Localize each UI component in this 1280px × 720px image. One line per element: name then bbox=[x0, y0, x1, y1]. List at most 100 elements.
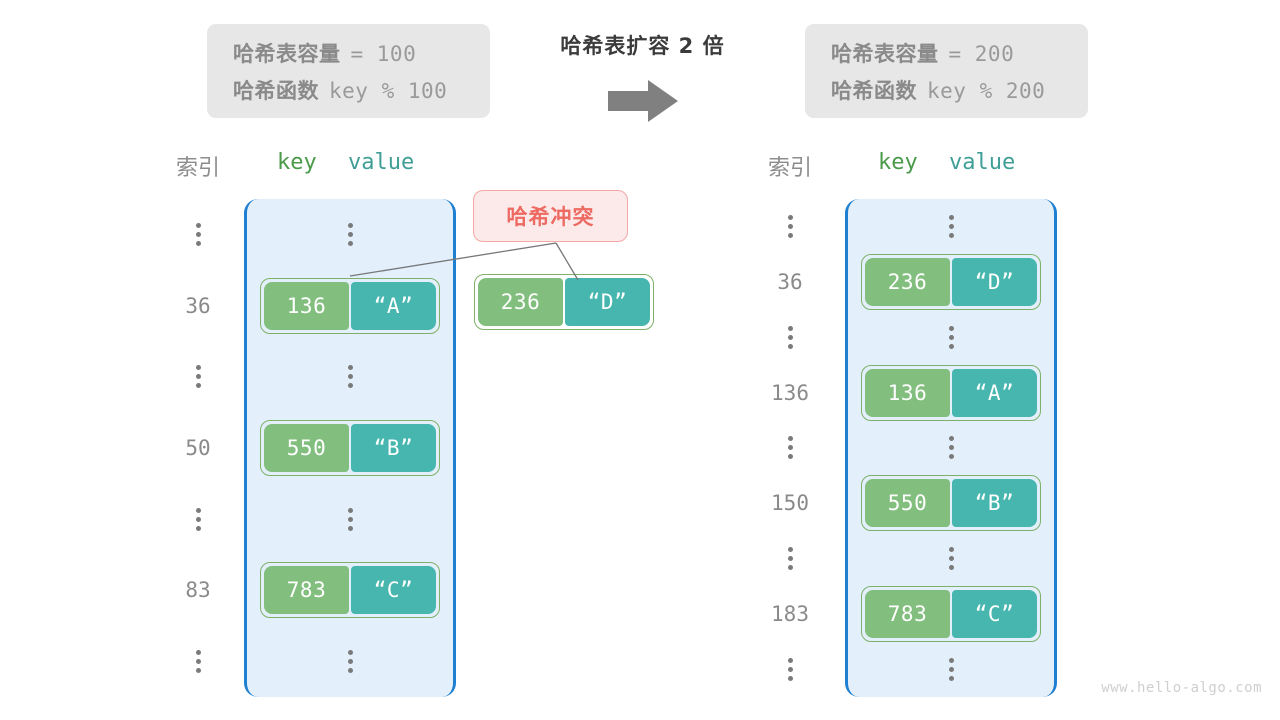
ellipsis-dot bbox=[195, 374, 201, 380]
table-row-ellipsis bbox=[848, 642, 1054, 697]
ellipsis-dot bbox=[347, 374, 353, 380]
kv-key: 783 bbox=[264, 566, 349, 615]
index-label: 83 bbox=[185, 578, 211, 603]
right-hash-table: 236“D” 136“A” 550“B” 783“C” bbox=[845, 199, 1057, 697]
vertical-ellipsis bbox=[948, 657, 954, 681]
kv-key: 783 bbox=[865, 590, 950, 638]
index-ellipsis bbox=[750, 642, 830, 697]
right-arrow-icon bbox=[607, 80, 678, 122]
vertical-ellipsis bbox=[948, 215, 954, 239]
vertical-ellipsis bbox=[787, 215, 793, 239]
colliding-entry-pair: 236 “D” bbox=[474, 274, 654, 330]
ellipsis-dot bbox=[347, 658, 353, 664]
kv-value: “A” bbox=[952, 368, 1037, 417]
expand-arrow bbox=[520, 78, 765, 124]
left-capacity-value: = 100 bbox=[350, 41, 417, 66]
right-hashfn-line: 哈希函数 key % 200 bbox=[831, 75, 1062, 105]
ellipsis-dot bbox=[948, 343, 954, 349]
ellipsis-dot bbox=[347, 507, 353, 513]
vertical-ellipsis bbox=[787, 325, 793, 349]
ellipsis-dot bbox=[787, 445, 793, 451]
ellipsis-dot bbox=[347, 649, 353, 655]
ellipsis-dot bbox=[195, 516, 201, 522]
ellipsis-dot bbox=[195, 223, 201, 229]
kv-pair: 236“D” bbox=[861, 254, 1041, 310]
ellipsis-dot bbox=[948, 224, 954, 230]
kv-pair: 136“A” bbox=[260, 277, 440, 334]
kv-value: “A” bbox=[351, 281, 436, 330]
table-row: 236“D” bbox=[848, 254, 1054, 310]
ellipsis-dot bbox=[195, 383, 201, 389]
left-capacity-label: 哈希表容量 bbox=[233, 41, 341, 66]
ellipsis-dot bbox=[347, 223, 353, 229]
ellipsis-dot bbox=[948, 334, 954, 340]
vertical-ellipsis bbox=[347, 507, 353, 531]
left-index-header: 索引 bbox=[175, 156, 220, 181]
hash-collision-badge: 哈希冲突 bbox=[473, 190, 628, 242]
kv-key: 136 bbox=[865, 368, 950, 417]
ellipsis-dot bbox=[948, 325, 954, 331]
ellipsis-dot bbox=[948, 436, 954, 442]
right-index-header: 索引 bbox=[767, 156, 812, 181]
kv-key: 136 bbox=[264, 281, 349, 330]
index-label: 136 bbox=[771, 380, 809, 405]
left-index-column: 36 50 83 bbox=[158, 199, 238, 697]
kv-key: 550 bbox=[264, 423, 349, 472]
ellipsis-dot bbox=[787, 233, 793, 239]
ellipsis-dot bbox=[787, 436, 793, 442]
diagram-title: 哈希表扩容 2 倍 bbox=[560, 34, 725, 58]
vertical-ellipsis bbox=[195, 365, 201, 389]
table-row-ellipsis bbox=[247, 199, 453, 270]
kv-pair: 236 “D” bbox=[474, 274, 654, 330]
index-ellipsis bbox=[750, 199, 830, 254]
vertical-ellipsis bbox=[787, 436, 793, 460]
left-hashfn-label: 哈希函数 bbox=[233, 78, 319, 103]
ellipsis-dot bbox=[948, 565, 954, 571]
ellipsis-dot bbox=[347, 525, 353, 531]
ellipsis-dot bbox=[195, 232, 201, 238]
ellipsis-dot bbox=[787, 657, 793, 663]
right-hashtable-info-box: 哈希表容量 = 200 哈希函数 key % 200 bbox=[805, 24, 1088, 118]
ellipsis-dot bbox=[195, 649, 201, 655]
kv-key: 236 bbox=[865, 258, 950, 306]
table-row-ellipsis bbox=[848, 531, 1054, 586]
ellipsis-dot bbox=[787, 454, 793, 460]
table-row: 783“C” bbox=[247, 555, 453, 626]
index-label: 50 bbox=[185, 435, 211, 460]
kv-value: “C” bbox=[351, 566, 436, 615]
vertical-ellipsis bbox=[948, 436, 954, 460]
kv-value: “C” bbox=[952, 590, 1037, 638]
left-hashfn-line: 哈希函数 key % 100 bbox=[233, 75, 464, 105]
kv-key: 236 bbox=[478, 278, 563, 326]
ellipsis-dot bbox=[948, 233, 954, 239]
watermark: www.hello-algo.com bbox=[1101, 680, 1262, 696]
ellipsis-dot bbox=[948, 445, 954, 451]
vertical-ellipsis bbox=[787, 657, 793, 681]
ellipsis-dot bbox=[347, 516, 353, 522]
table-row: 550“B” bbox=[848, 475, 1054, 532]
ellipsis-dot bbox=[948, 556, 954, 562]
left-hashtable-info-box: 哈希表容量 = 100 哈希函数 key % 100 bbox=[207, 24, 490, 118]
left-key-header: key bbox=[277, 150, 317, 175]
ellipsis-dot bbox=[948, 547, 954, 553]
index-ellipsis bbox=[158, 341, 238, 412]
ellipsis-dot bbox=[787, 547, 793, 553]
kv-value: “D” bbox=[565, 278, 650, 326]
table-row-ellipsis bbox=[247, 484, 453, 555]
vertical-ellipsis bbox=[195, 507, 201, 531]
table-row: 550“B” bbox=[247, 412, 453, 483]
ellipsis-dot bbox=[948, 454, 954, 460]
left-hash-table: 136“A” 550“B” 783“C” bbox=[244, 199, 456, 697]
right-value-header: value bbox=[949, 150, 1016, 175]
kv-pair: 783“C” bbox=[861, 586, 1041, 642]
kv-value: “B” bbox=[351, 423, 436, 472]
vertical-ellipsis bbox=[347, 365, 353, 389]
left-value-header: value bbox=[348, 150, 415, 175]
ellipsis-dot bbox=[787, 334, 793, 340]
kv-pair: 136“A” bbox=[861, 364, 1041, 421]
kv-pair: 783“C” bbox=[260, 562, 440, 619]
index-label: 183 bbox=[771, 601, 809, 626]
table-row: 136“A” bbox=[848, 364, 1054, 421]
index-label: 36 bbox=[185, 293, 211, 318]
